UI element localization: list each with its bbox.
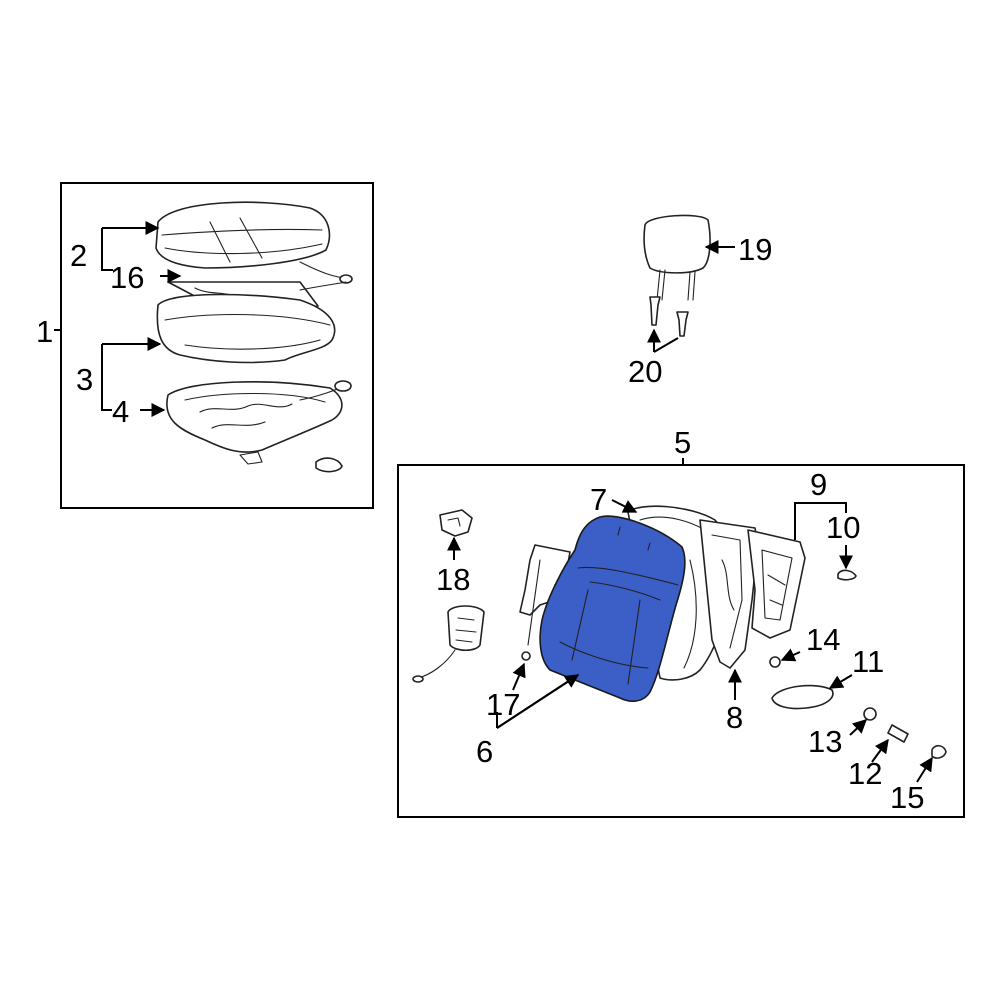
callout-14: 14 (806, 622, 840, 657)
part-13-nut[interactable] (863, 707, 877, 721)
part-11-cover[interactable] (771, 684, 834, 710)
part-12-bolt[interactable] (887, 724, 909, 743)
arrow-13 (849, 719, 868, 736)
callout-17: 17 (486, 687, 520, 722)
part-10-clip[interactable] (837, 569, 857, 581)
cushion-group-frame (60, 182, 374, 509)
part-6-seatback-cover-highlighted[interactable] (539, 515, 686, 702)
seatback-group-frame (397, 464, 965, 818)
callout-12: 12 (848, 756, 882, 791)
callout-4: 4 (112, 394, 129, 429)
leader-9 (794, 502, 847, 540)
callout-6: 6 (476, 734, 493, 769)
callout-7: 7 (590, 482, 607, 517)
callout-11: 11 (852, 644, 884, 679)
callout-15: 15 (890, 780, 924, 815)
lumbar-adjuster[interactable] (412, 605, 485, 683)
arrow-15 (916, 756, 933, 783)
callout-9: 9 (810, 467, 827, 502)
callout-3: 3 (76, 362, 93, 397)
leader-20 (653, 337, 679, 353)
callout-8: 8 (726, 700, 743, 735)
arrow-12 (871, 738, 889, 763)
callout-20: 20 (628, 354, 662, 389)
leader-2 (101, 228, 113, 271)
part-17-wire-frame[interactable] (519, 544, 571, 661)
part-14-pin[interactable] (769, 656, 781, 668)
arrow-14 (780, 648, 801, 662)
part-20-headrest-supports[interactable] (649, 296, 689, 337)
part-4-seat-frame[interactable] (166, 380, 352, 465)
part-9-back-board[interactable] (747, 529, 806, 639)
callout-19: 19 (738, 232, 772, 267)
leader-3-4 (101, 344, 112, 411)
seat-clip[interactable] (315, 457, 343, 473)
part-19-headrest[interactable] (643, 214, 711, 301)
callout-1: 1 (36, 314, 53, 349)
callout-16: 16 (110, 260, 144, 295)
callout-5: 5 (674, 425, 691, 460)
arrow-6 (496, 674, 580, 729)
part-15-cap[interactable] (931, 744, 947, 759)
callout-2: 2 (70, 238, 87, 273)
part-3-cushion-pad[interactable] (156, 293, 336, 364)
arrow-17 (512, 662, 526, 691)
callout-13: 13 (808, 724, 842, 759)
callout-18: 18 (436, 562, 470, 597)
part-2-cushion-cover[interactable] (155, 201, 353, 284)
arrow-7 (611, 499, 638, 513)
arrow-11 (828, 674, 853, 689)
part-18-bracket[interactable] (439, 509, 473, 537)
callout-10: 10 (826, 510, 860, 545)
